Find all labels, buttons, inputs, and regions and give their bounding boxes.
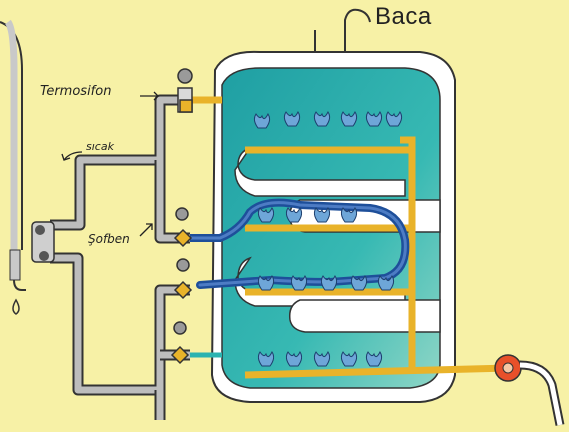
label-sofben: Şofben [88,232,130,246]
sofben-valve-2 [175,259,191,298]
gas-regulator [495,355,560,425]
sofben-valve-1 [175,208,191,246]
chimney [315,10,370,58]
plumbing [50,100,222,420]
termosifon-valve [178,69,192,112]
label-termosifon: Termosifon [40,84,111,99]
water-drop-icon [13,300,19,314]
valves [172,69,192,363]
sofben-valve-3 [172,322,188,363]
label-baca: Baca [375,3,432,31]
label-sicak: sıcak [86,140,114,153]
